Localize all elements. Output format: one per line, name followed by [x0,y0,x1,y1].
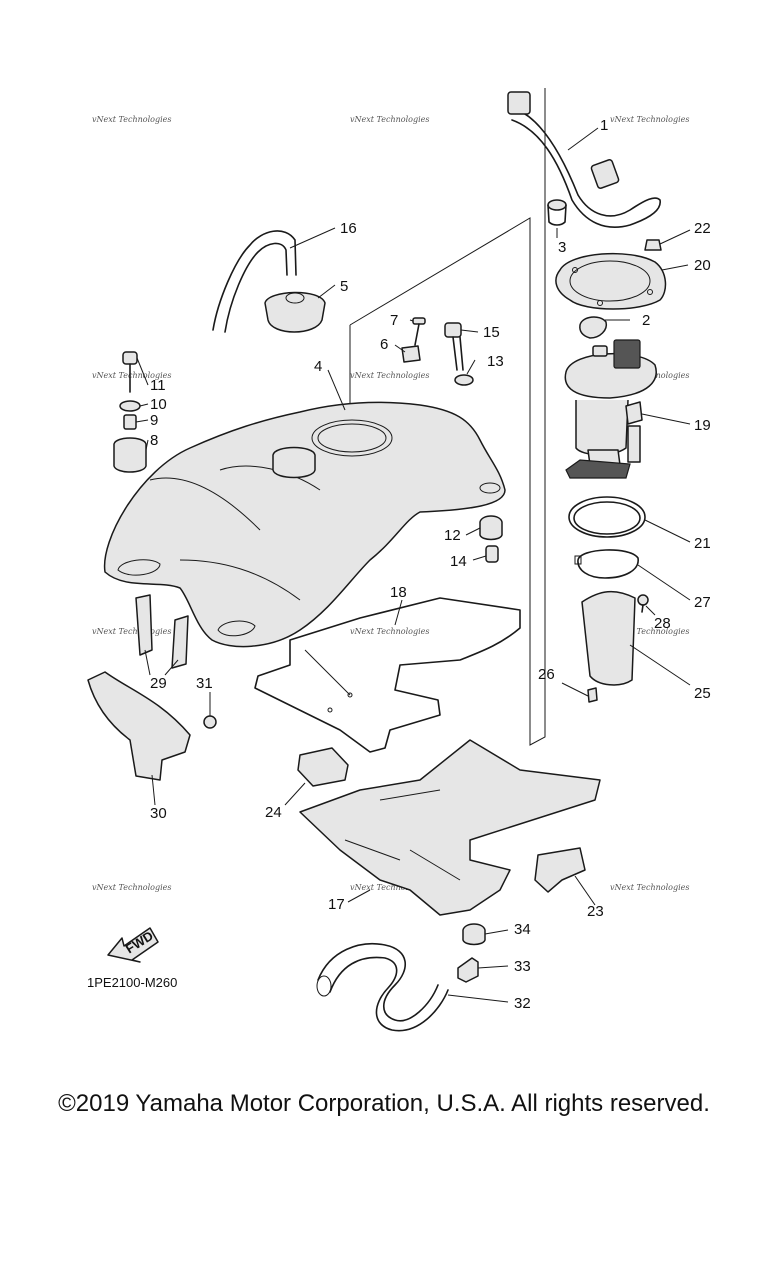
watermark: vNext Technologies [350,627,429,636]
watermark: vNext Technologies [92,115,171,124]
screw-part-31 [203,715,217,729]
grommet-part-3 [547,199,567,226]
fwd-arrow: FWD [107,927,159,963]
watermark: vNext Technologies [350,115,429,124]
callout-20: 20 [694,257,711,274]
leader-lines [135,127,691,1003]
callout-8: 8 [150,432,158,449]
callout-30: 30 [150,805,167,822]
callout-24: 24 [265,804,282,821]
callout-11: 11 [150,377,166,394]
lower-cover-part-17 [299,739,601,916]
callout-15: 15 [483,324,500,341]
callout-17: 17 [328,896,345,913]
callout-21: 21 [694,535,711,552]
fuel-hose-part-1 [507,91,661,229]
watermark: vNext Technologies [92,371,171,380]
callout-14: 14 [450,553,467,570]
mount-stack-parts-8-11 [113,351,147,473]
callout-6: 6 [380,336,388,353]
callout-25: 25 [694,685,711,702]
callout-22: 22 [694,220,711,237]
watermark: vNext Technologies [350,371,429,380]
collar-part-14 [485,545,499,563]
callout-7: 7 [390,312,398,329]
breather-hose-part-16 [212,230,297,333]
hose-part-32 [316,943,449,1032]
callout-2: 2 [642,312,650,329]
damper-part-34 [462,923,486,946]
screw-part-26 [587,687,598,703]
callout-13: 13 [487,353,504,370]
pads-part-29 [135,594,189,669]
callout-5: 5 [340,278,348,295]
callout-31: 31 [196,675,213,692]
nut-part-22 [644,239,662,251]
callout-33: 33 [514,958,531,975]
side-cover-part-30 [87,671,191,781]
callout-34: 34 [514,921,531,938]
screw-part-28 [637,594,649,613]
callout-4: 4 [314,358,322,375]
watermark: vNext Technologies [610,627,689,636]
bolt-part-15 [444,322,464,371]
diagram-code: 1PE2100-M260 [87,975,177,990]
callout-23: 23 [587,903,604,920]
bolt-part-7 [412,317,426,346]
watermark: vNext Technologies [350,883,429,892]
insulator-part-18 [254,597,521,753]
o-ring-part-21 [568,496,646,538]
callout-27: 27 [694,594,711,611]
callout-18: 18 [390,584,407,601]
callout-28: 28 [654,615,671,632]
band-part-27 [574,549,639,579]
callout-10: 10 [150,396,167,413]
collar-part-6 [401,345,421,363]
callout-19: 19 [694,417,711,434]
fuel-pump-part-19 [564,339,657,479]
callout-12: 12 [444,527,461,544]
washer-part-13 [454,374,474,386]
watermark: vNext Technologies [610,115,689,124]
callout-29: 29 [150,675,167,692]
callout-16: 16 [340,220,357,237]
watermark: vNext Technologies [92,627,171,636]
regulator-part-24 [297,747,349,787]
callout-3: 3 [558,239,566,256]
callout-labels: 1 2 3 4 5 6 7 8 9 10 11 12 13 14 15 16 1… [150,117,711,1012]
callout-26: 26 [538,666,555,683]
fuel-cap-part-5 [264,291,326,333]
watermark: vNext Technologies [610,883,689,892]
fitting-part-33 [457,957,479,983]
damper-part-12 [479,515,503,541]
callout-32: 32 [514,995,531,1012]
callout-1: 1 [600,117,608,134]
clamp-part-2 [579,316,608,339]
relay-part-23 [534,847,586,893]
callout-9: 9 [150,412,158,429]
pump-plate-part-20 [555,252,667,310]
copyright-notice: ©2019 Yamaha Motor Corporation, U.S.A. A… [58,1090,710,1117]
watermark: vNext Technologies [92,883,171,892]
fuel-tank-part-4 [103,401,506,648]
parts-diagram: vNext Technologies vNext Technologies vN… [87,88,711,1032]
filter-cover-part-25 [581,590,636,686]
